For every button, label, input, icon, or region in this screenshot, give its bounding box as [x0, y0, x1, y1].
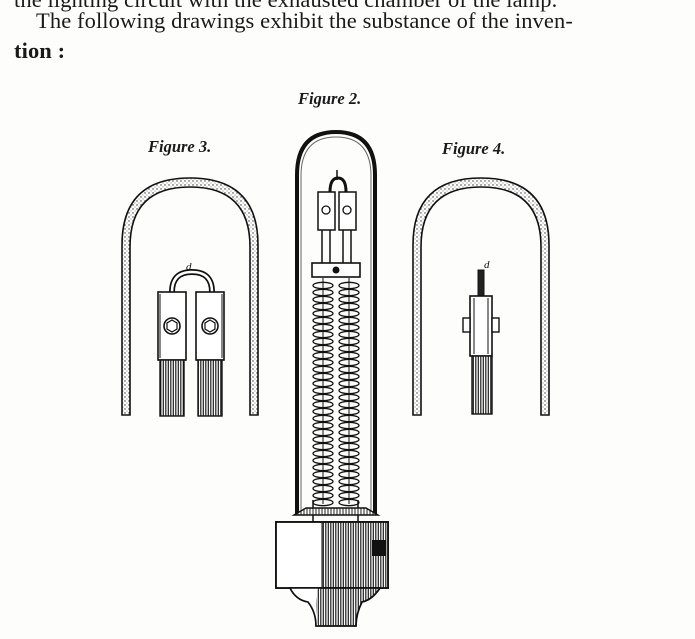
figure-2-filament	[328, 176, 348, 193]
figure-4-label: d	[484, 259, 490, 271]
paragraph-line-2: tion :	[14, 38, 66, 63]
figure-2	[275, 129, 389, 627]
figure-3-caption: Figure 3.	[148, 137, 212, 156]
figure-2-caption: Figure 2.	[298, 89, 362, 108]
figure-3: d	[121, 177, 259, 417]
clipped-text-line: the lighting circuit with the exhausted …	[14, 0, 557, 13]
figure-3-label: d	[186, 261, 192, 273]
figure-3-bulb-wall	[121, 177, 259, 416]
figure-4-bulb-wall	[412, 177, 550, 416]
figure-3-left-lead	[159, 359, 185, 417]
figure-2-glass-envelope	[295, 129, 377, 515]
figure-3-right-lead	[197, 359, 223, 417]
figure-4-clamp	[469, 295, 493, 357]
figure-4: d	[412, 177, 550, 416]
paragraph-line-1: The following drawings exhibit the subst…	[36, 8, 573, 33]
figure-4-lead	[471, 355, 493, 415]
figure-2-coil-springs	[312, 278, 360, 507]
figure-4-caption: Figure 4.	[442, 139, 506, 158]
